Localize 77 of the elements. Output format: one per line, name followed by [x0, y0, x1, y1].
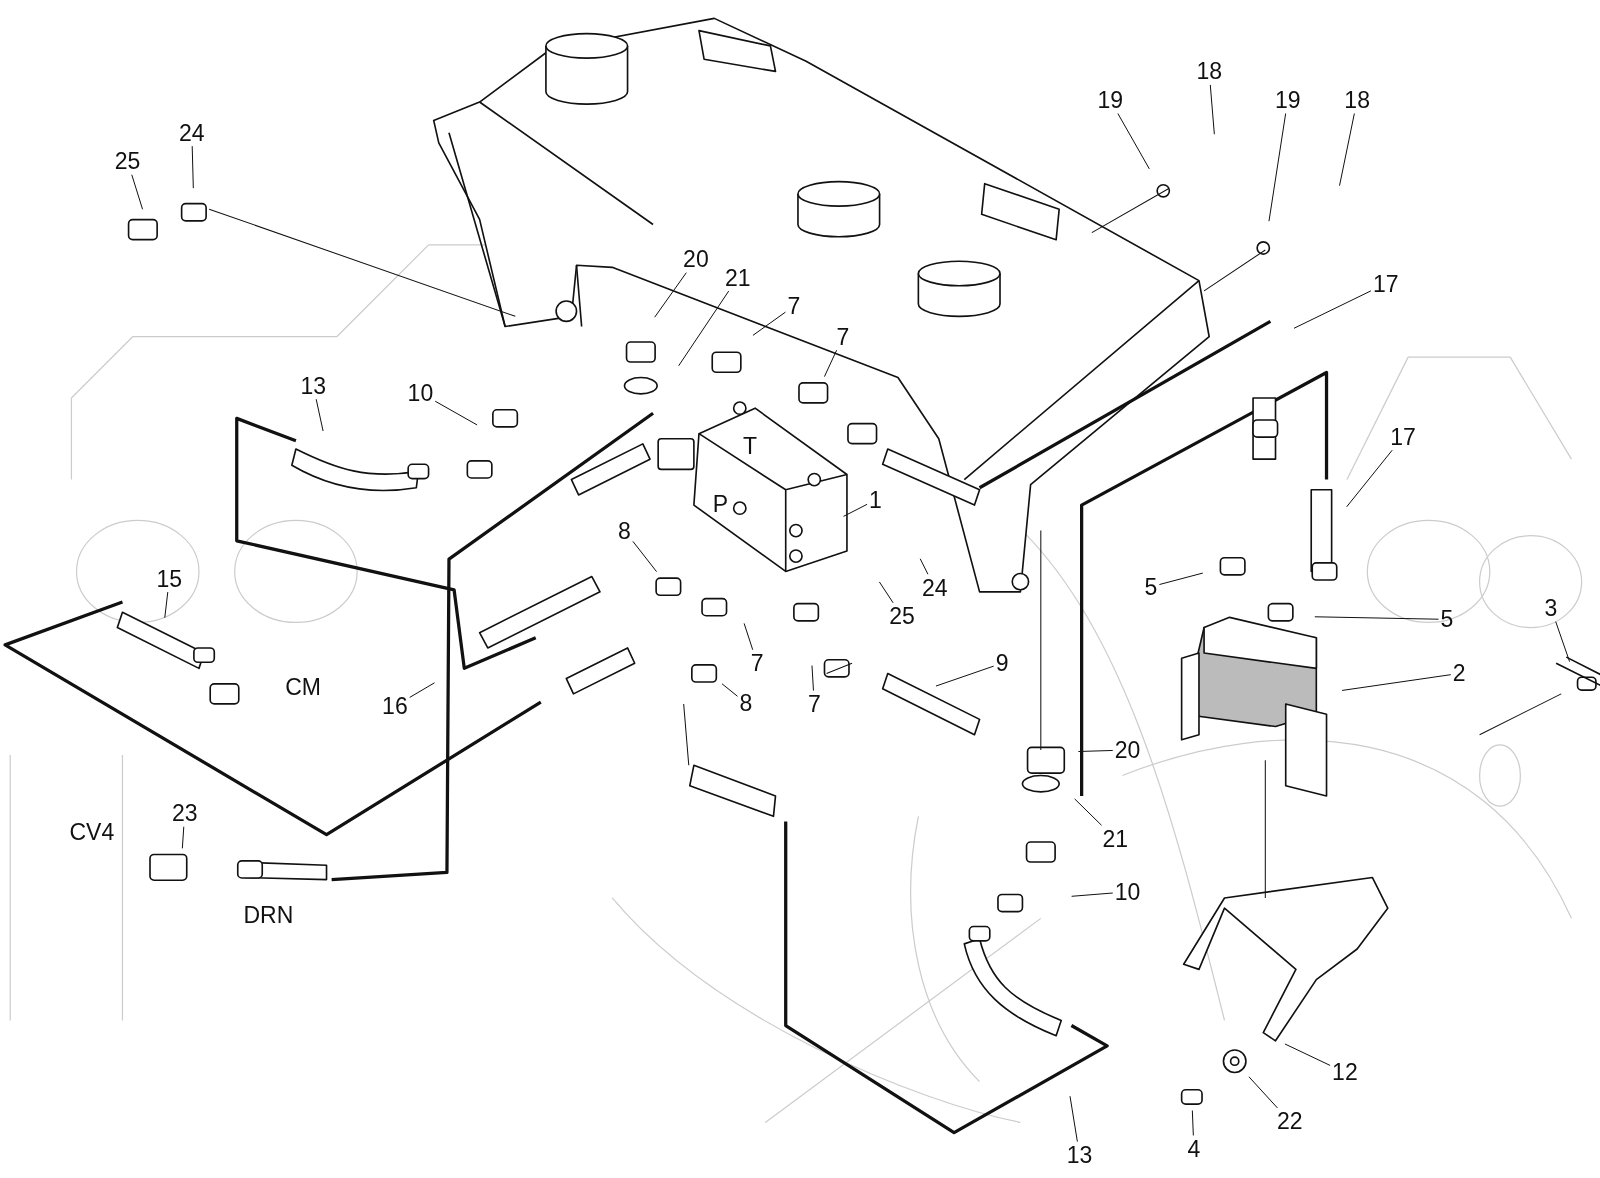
callout-number: 9 [995, 651, 1009, 675]
port-label: DRN [243, 903, 294, 927]
callout-number: 17 [1372, 272, 1399, 296]
leader-line [632, 540, 658, 573]
leader-line [181, 826, 185, 849]
callout-number: 17 [1390, 425, 1416, 449]
leader-line [1293, 290, 1372, 329]
leader-line [1555, 621, 1571, 663]
callout-number: 22 [1277, 1109, 1303, 1133]
leader-line [131, 174, 144, 210]
callout-number: 21 [1102, 827, 1129, 851]
leader-line [191, 145, 194, 189]
leader-line [678, 290, 730, 367]
callout-number: 10 [407, 381, 434, 405]
callout-number: 5 [1440, 607, 1454, 631]
leader-line [1248, 1076, 1278, 1109]
leader-line [752, 311, 786, 336]
leader-line [1346, 449, 1393, 508]
leader-line [1314, 616, 1440, 620]
callout-number: 25 [889, 604, 915, 628]
port-label: CV4 [69, 820, 115, 844]
leader-line [1074, 798, 1103, 826]
leader-line [1268, 113, 1287, 222]
leader-line [409, 682, 435, 698]
callout-number: 13 [1066, 1143, 1093, 1167]
leader-line [1069, 1095, 1078, 1143]
leader-line [878, 581, 894, 604]
leader-line [1077, 749, 1114, 752]
leader-line [654, 272, 687, 318]
callout-number: 16 [382, 694, 408, 718]
callout-number: 5 [1144, 575, 1158, 599]
callout-number: 8 [739, 691, 753, 715]
callout-number: 19 [1097, 88, 1123, 112]
leader-line [315, 398, 324, 432]
leader-line [1158, 572, 1204, 585]
callout-number: 18 [1344, 88, 1370, 112]
leader-line [842, 503, 868, 517]
leader-line [164, 591, 169, 619]
callout-number: 24 [921, 576, 948, 600]
leader-line [1117, 113, 1150, 170]
callout-number: 1 [869, 488, 882, 512]
callout-number: 20 [683, 247, 709, 271]
callout-number: 21 [724, 266, 751, 290]
callout-number: 2 [1452, 661, 1466, 685]
leader-line [935, 665, 995, 687]
callout-number: 10 [1114, 880, 1141, 904]
port-label: P [712, 492, 729, 516]
leader-line [811, 665, 814, 692]
leader-line [919, 558, 929, 575]
callout-number: 7 [787, 294, 801, 318]
leader-line [1339, 113, 1355, 187]
callout-number: 18 [1196, 59, 1222, 83]
callout-number: 4 [1187, 1137, 1201, 1161]
callout-number: 7 [807, 692, 821, 716]
leader-line [1071, 892, 1114, 897]
leader-line [1341, 674, 1452, 691]
callout-number: 7 [836, 325, 850, 349]
callout-number: 25 [114, 149, 141, 173]
callout-number: 12 [1332, 1060, 1358, 1084]
callout-number: 20 [1114, 738, 1141, 762]
leader-line [1191, 1109, 1194, 1136]
callout-number: 24 [179, 121, 205, 145]
leader-line [1209, 84, 1215, 135]
callout-number: 13 [300, 374, 327, 398]
callout-number: 7 [750, 651, 764, 675]
callout-number: 23 [171, 801, 198, 825]
callout-number: 15 [156, 567, 183, 591]
leader-line [434, 400, 478, 426]
callout-number: 3 [1544, 596, 1558, 620]
leader-line [1284, 1043, 1331, 1066]
port-label: CM [285, 675, 321, 699]
callout-number: 8 [618, 519, 631, 543]
leader-line [721, 683, 738, 697]
leader-line [823, 349, 838, 378]
leader-line [743, 622, 754, 651]
port-label: T [742, 434, 758, 458]
callout-number: 19 [1274, 88, 1301, 112]
